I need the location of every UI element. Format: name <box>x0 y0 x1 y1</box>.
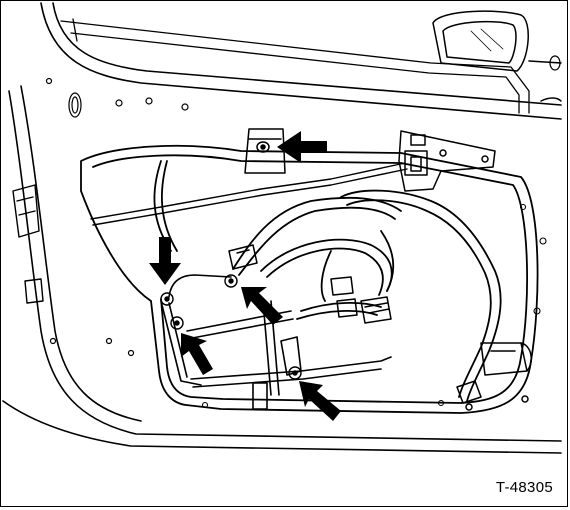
connector-plugs <box>228 244 482 411</box>
hinge-bracket <box>12 184 44 304</box>
door-holes <box>45 55 561 357</box>
door-outer-edge <box>2 2 562 454</box>
arrow-upper-clip <box>277 131 327 163</box>
arrow-bolt-center <box>241 287 283 325</box>
small-fasteners <box>201 203 547 409</box>
upper-clip-bracket <box>244 128 286 174</box>
regulator-motor <box>480 342 533 403</box>
inner-panel-cutout <box>80 144 539 414</box>
arrow-bolt-lower-left <box>181 333 213 375</box>
arrow-bolt-lower-right <box>299 381 341 421</box>
callout-arrows <box>149 131 341 421</box>
lock-rod <box>90 162 408 226</box>
figure-reference-code: T-48305 <box>495 479 553 496</box>
arrow-bolt-upper-left <box>149 237 181 285</box>
window-channel <box>60 18 530 114</box>
latch-mounting-bracket <box>398 130 496 192</box>
mounting-bolts <box>160 274 302 380</box>
mirror-housing <box>432 10 562 102</box>
